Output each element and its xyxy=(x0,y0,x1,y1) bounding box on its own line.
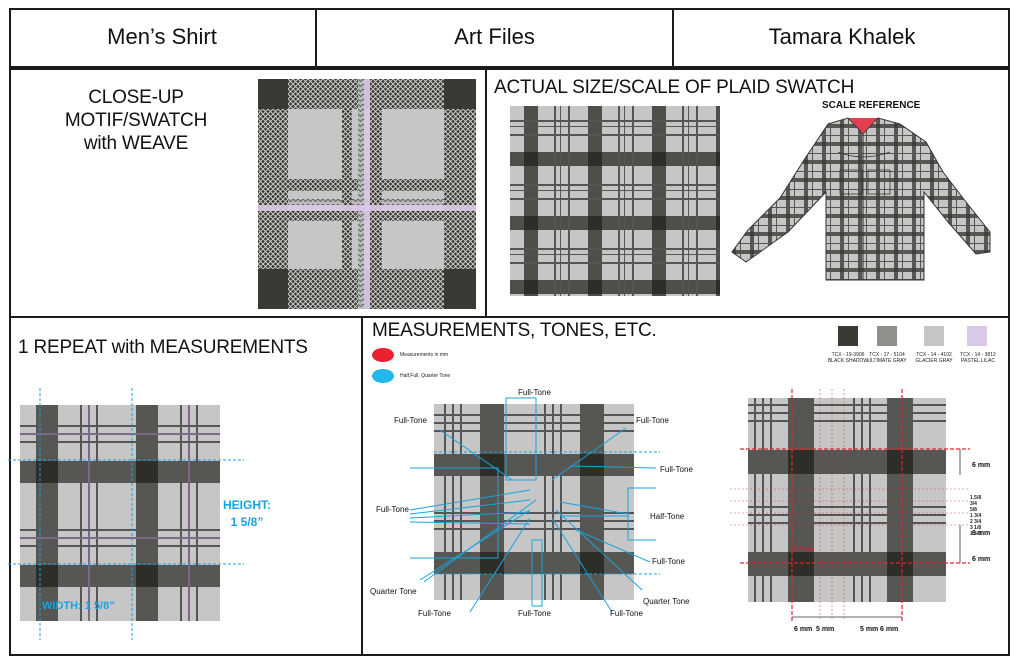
header-divider-2 xyxy=(672,8,674,68)
swatch-glacier-gray-code: TCX - 14 - 4102 xyxy=(916,352,952,358)
tone-label-full-right: Full-Tone xyxy=(660,465,693,474)
header-divider-1 xyxy=(315,8,317,68)
swatch-glacier-gray xyxy=(924,326,944,346)
height-label-text: HEIGHT: xyxy=(223,498,271,512)
repeat-title: 1 REPEAT with MEASUREMENTS xyxy=(18,337,308,358)
tone-label-full-bottom-mid: Full-Tone xyxy=(518,609,551,618)
mm-label-right-mid: 6 mm xyxy=(972,530,991,537)
closeup-title-line2: with WEAVE xyxy=(83,133,189,154)
tone-label-full-left: Full-Tone xyxy=(376,505,409,514)
height-value-text: 1 5/8” xyxy=(230,515,264,529)
tones-callouts xyxy=(409,397,660,613)
mm-guides xyxy=(730,389,970,621)
mm-bottom-4: 6 mm xyxy=(880,626,899,633)
shirt-scale-reference xyxy=(731,117,991,281)
legend-blue-label: Half,Full, Quarter Tone xyxy=(400,373,451,379)
mm-small-5: 2 3/4 xyxy=(970,519,982,525)
closeup-title-line1: CLOSE-UP MOTIF/SWATCH xyxy=(64,87,208,131)
header-cell-art-files: Art Files xyxy=(454,24,535,49)
actual-size-title: ACTUAL SIZE/SCALE OF PLAID SWATCH xyxy=(494,77,855,98)
swatch-pastel-lilac-name: PASTEL LILAC xyxy=(961,358,995,364)
tone-label-full-bottom-left: Full-Tone xyxy=(418,609,451,618)
mm-label-right-top: 6 mm xyxy=(972,462,991,469)
mm-small-3: 5/8 xyxy=(970,507,977,513)
tone-label-full-right-low: Full-Tone xyxy=(652,557,685,566)
header-frame xyxy=(9,8,1010,68)
closeup-swatch xyxy=(258,79,476,309)
tone-label-quarter-left: Quarter Tone xyxy=(370,587,417,596)
mm-small-7: 1 5/8 xyxy=(970,531,982,537)
tone-label-full-top-right: Full-Tone xyxy=(636,416,669,425)
tone-label-full-bottom-right: Full-Tone xyxy=(610,609,643,618)
header-cell-designer: Tamara Khalek xyxy=(768,24,916,49)
scale-reference-label: SCALE REFERENCE xyxy=(822,100,921,111)
swatch-black-shadow-code: TCX - 19-3906 xyxy=(831,352,865,358)
swatch-pastel-lilac xyxy=(967,326,987,346)
mm-bottom-3: 5 mm xyxy=(860,626,879,633)
tone-label-full-top-left: Full-Tone xyxy=(394,416,427,425)
swatch-pastel-lilac-code: TCX - 14 - 3812 xyxy=(960,352,996,358)
closeup-title: CLOSE-UP MOTIF/SWATCH with WEAVE xyxy=(18,86,254,155)
swatch-ultimate-gray-code: TCX - 17 - 5104 xyxy=(869,352,905,358)
swatch-ultimate-gray xyxy=(877,326,897,346)
header-cell-shirt: Men’s Shirt xyxy=(107,24,217,49)
legend-red-label: Measurements in mm xyxy=(400,352,449,358)
bottom-right-panel xyxy=(361,316,1010,656)
mm-bottom-1: 6 mm xyxy=(794,626,813,633)
mm-label-right-bot: 6 mm xyxy=(972,556,991,563)
tone-label-half-right: Half-Tone xyxy=(650,512,685,521)
swatch-ultimate-gray-name: ULTIMATE GRAY xyxy=(867,358,907,364)
width-label: WIDTH: 1 5/8” xyxy=(42,600,115,612)
height-label: HEIGHT: 1 5/8” xyxy=(222,498,272,529)
repeat-swatch xyxy=(20,405,220,621)
mm-small-6: 3 1/8 xyxy=(970,525,982,531)
swatch-black-shadow xyxy=(838,326,858,346)
legend-red-dot xyxy=(372,348,394,362)
mm-swatch xyxy=(748,398,946,602)
tone-label-quarter-right: Quarter Tone xyxy=(643,597,690,606)
mm-inner-label: 1.2 cm xyxy=(792,546,814,553)
swatch-glacier-gray-name: GLACIER GRAY xyxy=(915,358,953,364)
measurements-title: MEASUREMENTS, TONES, ETC. xyxy=(372,320,657,341)
swatch-black-shadow-name: BLACK SHADOW xyxy=(827,358,869,364)
mm-small-4: 1 3/4 xyxy=(970,513,982,519)
actual-size-swatch xyxy=(510,106,720,296)
mm-small-1: 1.5/8 xyxy=(970,495,982,501)
repeat-guides xyxy=(8,388,244,640)
mm-small-2: 3/4 xyxy=(970,501,977,507)
tone-label-full-top: Full-Tone xyxy=(518,388,551,397)
legend-blue-dot xyxy=(372,369,394,383)
mm-bottom-2: 5 mm xyxy=(816,626,835,633)
